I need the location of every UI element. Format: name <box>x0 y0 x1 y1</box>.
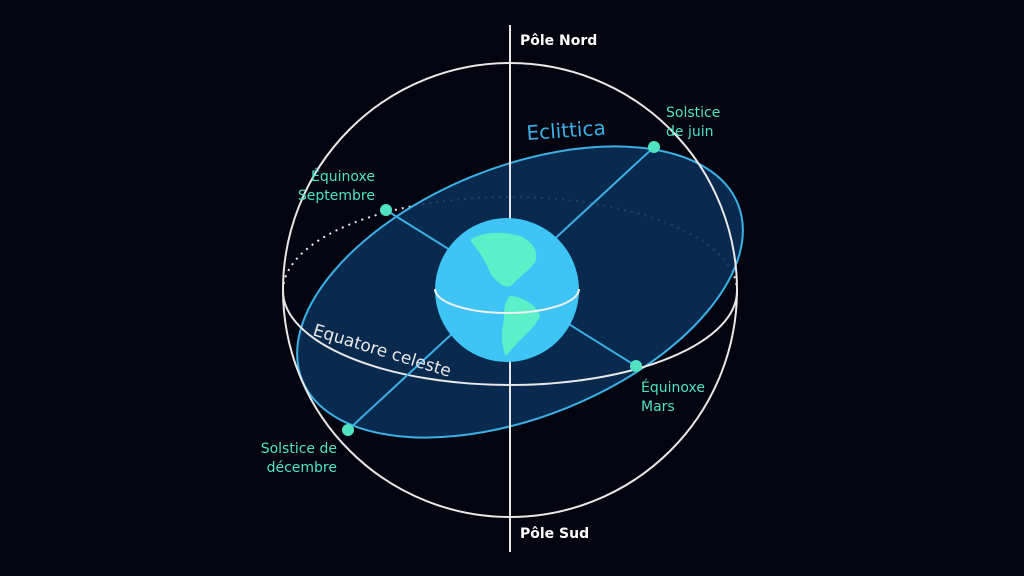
june-solstice-point <box>648 141 660 153</box>
ecliptic-label: Eclittica <box>526 116 607 145</box>
north-pole-label: Pôle Nord <box>520 33 597 49</box>
march-equinox-point <box>630 360 642 372</box>
september-equinox-point <box>380 204 392 216</box>
celestial-equator-front <box>282 290 738 386</box>
continents <box>470 232 540 356</box>
earth-equator <box>434 288 580 314</box>
december-solstice-point <box>342 424 354 436</box>
earth <box>434 218 580 362</box>
south-pole-label: Pôle Sud <box>520 526 589 542</box>
